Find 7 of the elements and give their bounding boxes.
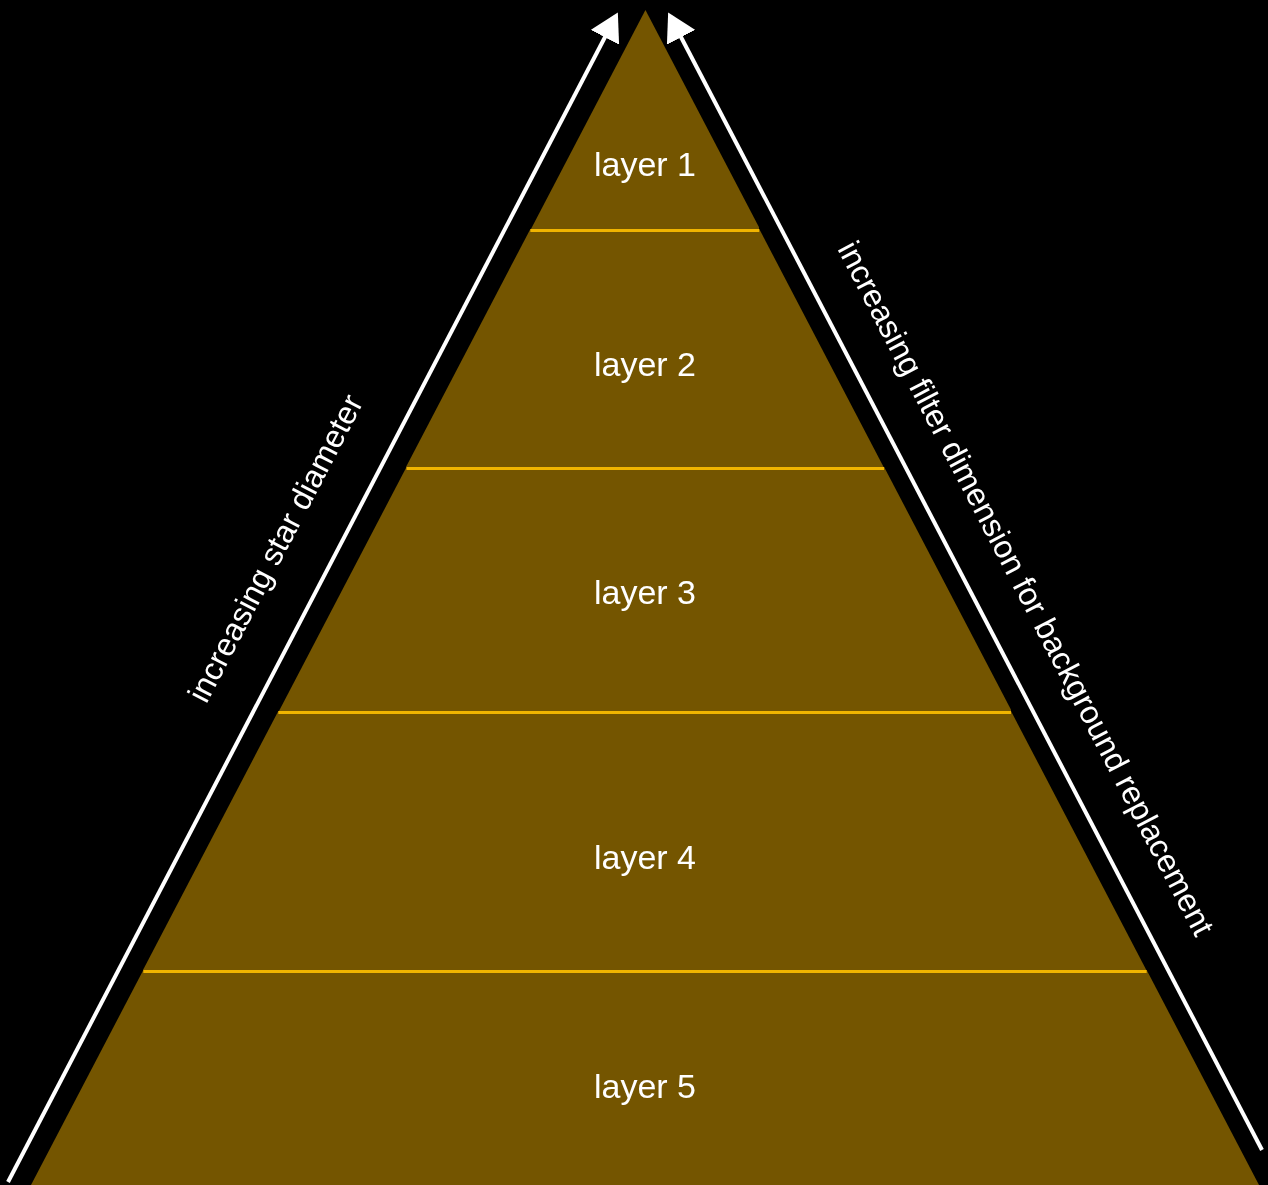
layer-label: layer 1: [593, 145, 696, 184]
layer-label: layer 5: [593, 1067, 697, 1106]
pyramid-layer: [530, 10, 760, 229]
layer-label: layer 2: [593, 345, 696, 384]
layer-label: layer 3: [593, 573, 696, 612]
layer-label: layer 4: [593, 838, 696, 877]
pyramid-layer: [31, 970, 1259, 1185]
